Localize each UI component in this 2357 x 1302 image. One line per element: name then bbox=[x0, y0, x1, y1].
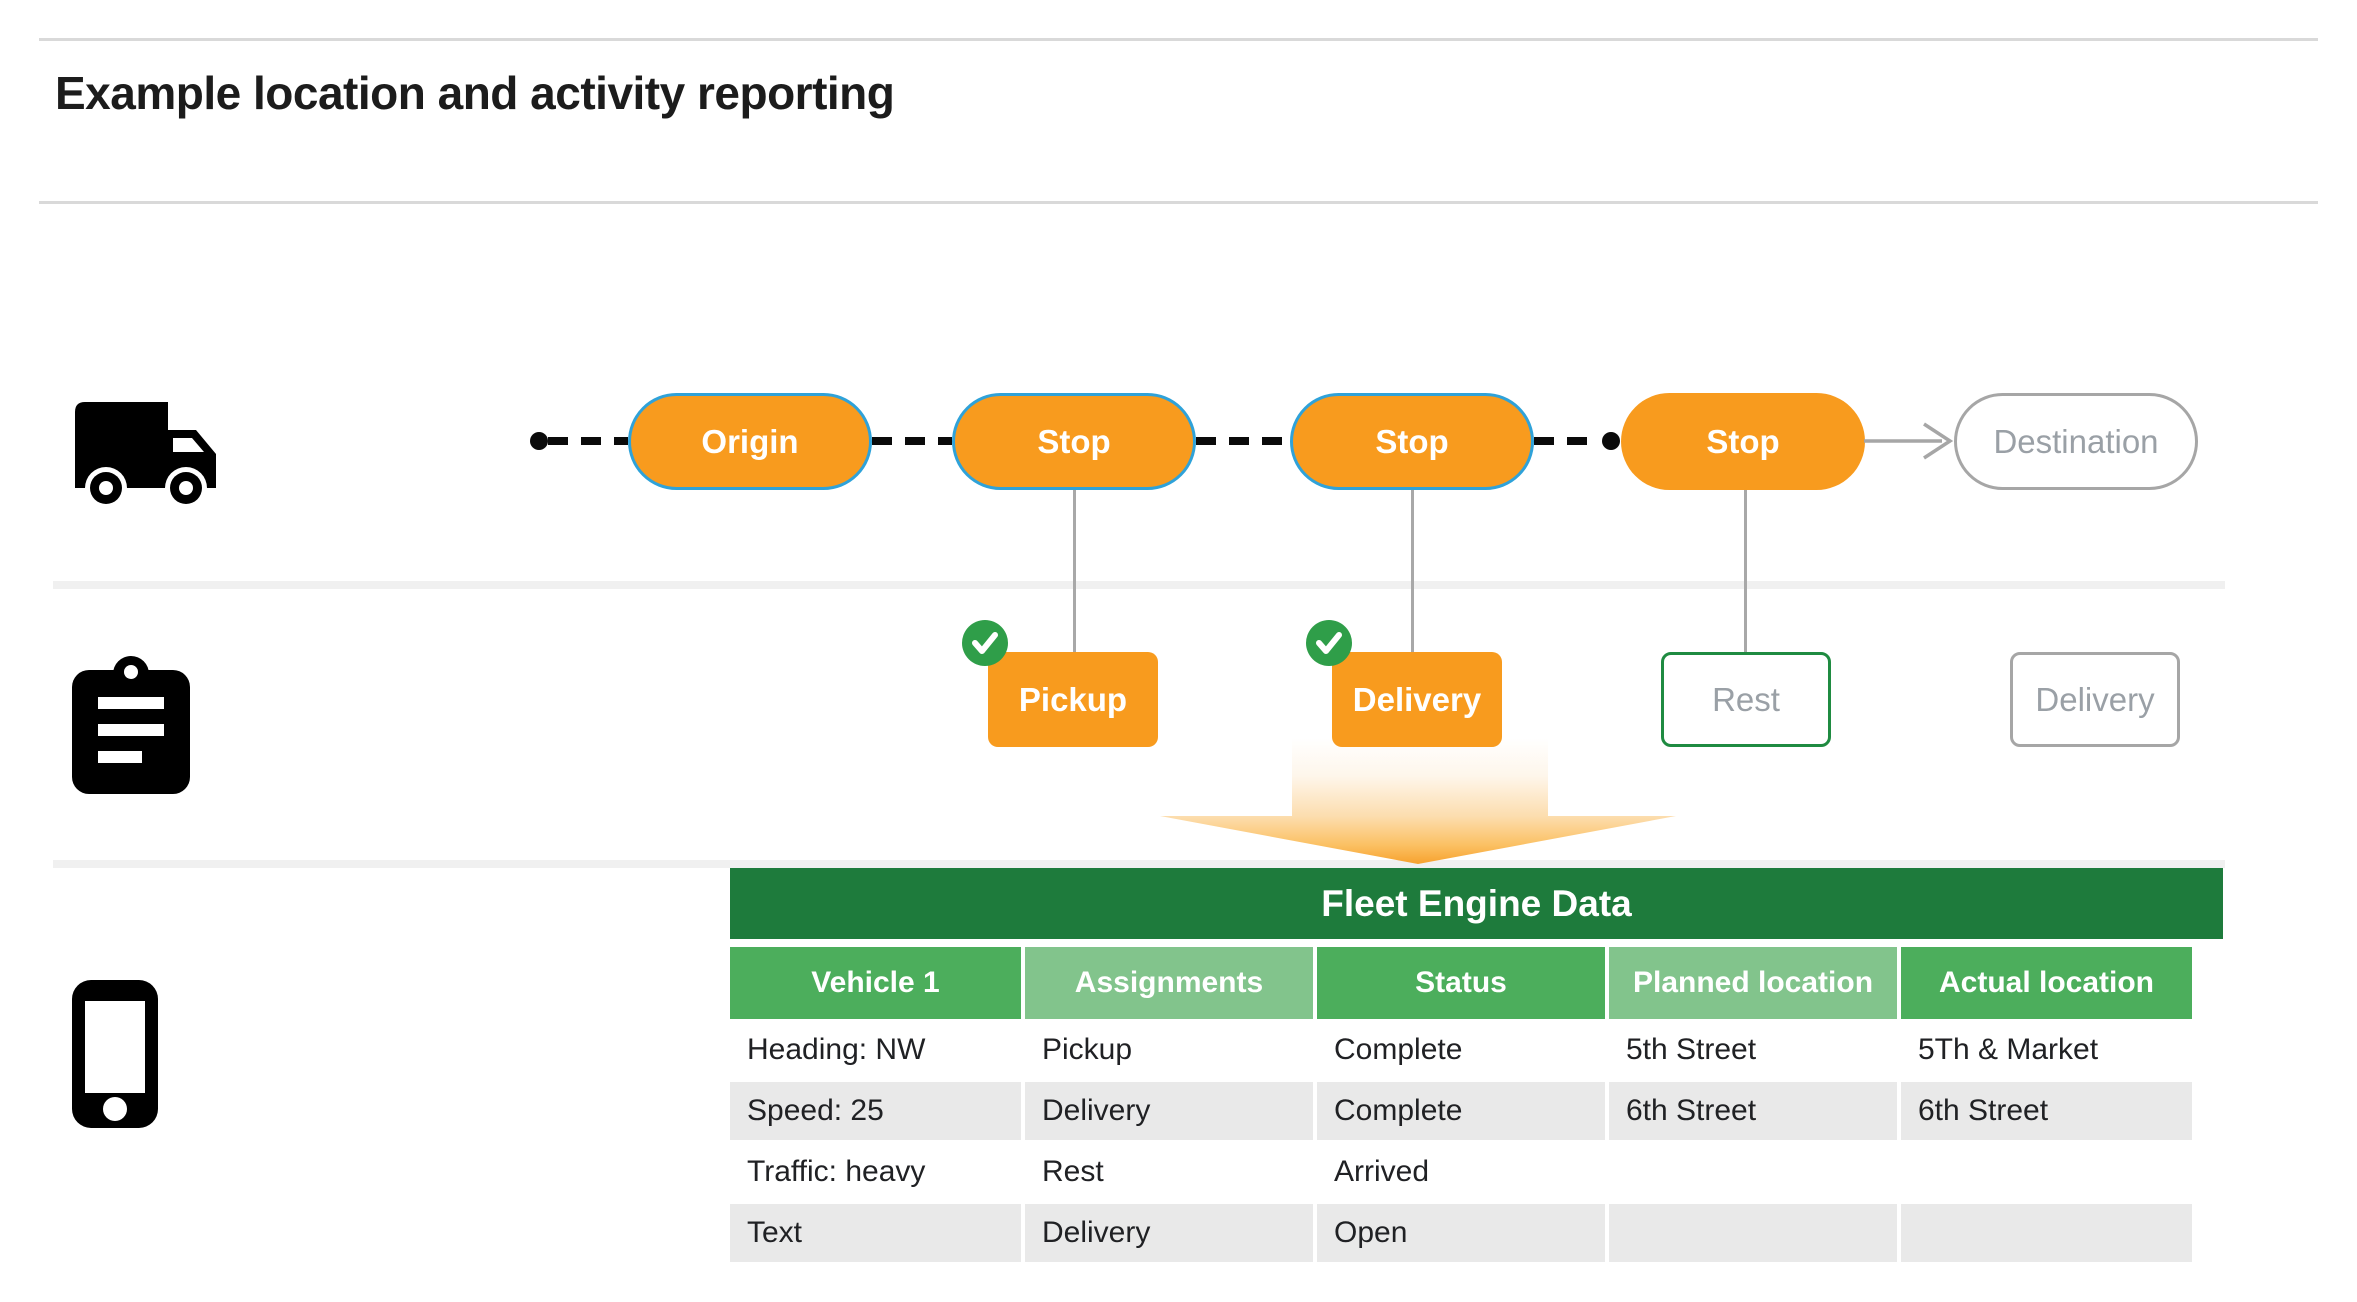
route-pill-stop-3: Stop bbox=[1621, 393, 1865, 490]
column-header-status: Status bbox=[1317, 947, 1605, 1019]
route-dash-segment bbox=[548, 437, 628, 445]
table-cell: 6th Street bbox=[1609, 1082, 1897, 1140]
route-dash-segment bbox=[1534, 437, 1600, 445]
table-cell: Rest bbox=[1042, 1155, 1104, 1188]
table-cell: 5Th & Market bbox=[1918, 1033, 2099, 1066]
table-header-row: Vehicle 1 Assignments Status Planned loc… bbox=[730, 947, 2192, 1019]
route-pill-label: Stop bbox=[1037, 422, 1111, 460]
title-divider bbox=[39, 201, 2318, 204]
column-header-assignments: Assignments bbox=[1025, 947, 1313, 1019]
route-pill-destination: Destination bbox=[1954, 393, 2198, 490]
table-cell: Delivery bbox=[1025, 1204, 1313, 1262]
table-cell: Complete bbox=[1334, 1033, 1463, 1066]
table-cell bbox=[1609, 1204, 1897, 1262]
check-badge-icon bbox=[1306, 620, 1352, 666]
activity-box-delivery-planned: Delivery bbox=[2010, 652, 2180, 747]
phone-icon bbox=[72, 980, 158, 1128]
route-vehicle-dot bbox=[1602, 432, 1620, 450]
table-cell: Text bbox=[730, 1204, 1021, 1262]
activity-label: Pickup bbox=[1018, 680, 1128, 718]
table-cell bbox=[1609, 1143, 1897, 1201]
page-title: Example location and activity reporting bbox=[55, 67, 895, 119]
table-cell: Arrived bbox=[1334, 1155, 1430, 1188]
connector-line bbox=[1744, 490, 1747, 656]
table-cell bbox=[1901, 1143, 2192, 1201]
table-cell: Delivery bbox=[1025, 1082, 1313, 1140]
route-pill-label: Stop bbox=[1375, 422, 1449, 460]
route-pill-origin: Origin bbox=[628, 393, 872, 490]
activity-box-rest: Rest bbox=[1661, 652, 1831, 747]
activity-box-pickup: Pickup bbox=[988, 652, 1158, 747]
route-pill-label: Destination bbox=[1993, 422, 2159, 460]
route-pill-label: Origin bbox=[701, 422, 799, 460]
table-cell: Pickup bbox=[1042, 1033, 1133, 1066]
activity-label: Rest bbox=[1712, 680, 1780, 718]
destination-arrow-icon bbox=[1864, 422, 1954, 460]
section-divider-1 bbox=[53, 581, 2225, 589]
route-pill-label: Stop bbox=[1706, 422, 1780, 460]
route-pill-stop-1: Stop bbox=[952, 393, 1196, 490]
connector-line bbox=[1073, 490, 1076, 654]
table-cell: 5th Street bbox=[1626, 1033, 1757, 1066]
route-dash-segment bbox=[872, 437, 952, 445]
table-cell: 6th Street bbox=[1901, 1082, 2192, 1140]
table-cell: Open bbox=[1317, 1204, 1605, 1262]
truck-icon bbox=[75, 402, 216, 507]
table-title: Fleet Engine Data bbox=[730, 868, 2223, 939]
route-pill-stop-2: Stop bbox=[1290, 393, 1534, 490]
check-badge-icon bbox=[962, 620, 1008, 666]
table-cell: Speed: 25 bbox=[730, 1082, 1021, 1140]
activity-label: Delivery bbox=[1352, 680, 1482, 718]
column-header-vehicle: Vehicle 1 bbox=[730, 947, 1021, 1019]
connector-line bbox=[1411, 490, 1414, 654]
table-cell: Traffic: heavy bbox=[747, 1155, 926, 1188]
activity-box-delivery: Delivery bbox=[1332, 652, 1502, 747]
table-cell: Heading: NW bbox=[747, 1033, 926, 1066]
fleet-engine-table: Fleet Engine Data Vehicle 1 Assignments … bbox=[730, 868, 2223, 1262]
route-dash-segment bbox=[1196, 437, 1290, 445]
activity-label: Delivery bbox=[2035, 680, 2155, 718]
column-header-actual-location: Actual location bbox=[1901, 947, 2192, 1019]
table-cell bbox=[1901, 1204, 2192, 1262]
table-body: Heading: NW Pickup Complete 5th Street 5… bbox=[730, 1021, 2192, 1262]
column-header-planned-location: Planned location bbox=[1609, 947, 1897, 1019]
top-divider bbox=[39, 38, 2318, 41]
section-divider-2 bbox=[53, 860, 2225, 868]
route-start-dot bbox=[530, 432, 548, 450]
data-flow-arrow bbox=[1160, 738, 1676, 864]
table-cell: Complete bbox=[1317, 1082, 1605, 1140]
clipboard-icon bbox=[72, 656, 190, 794]
